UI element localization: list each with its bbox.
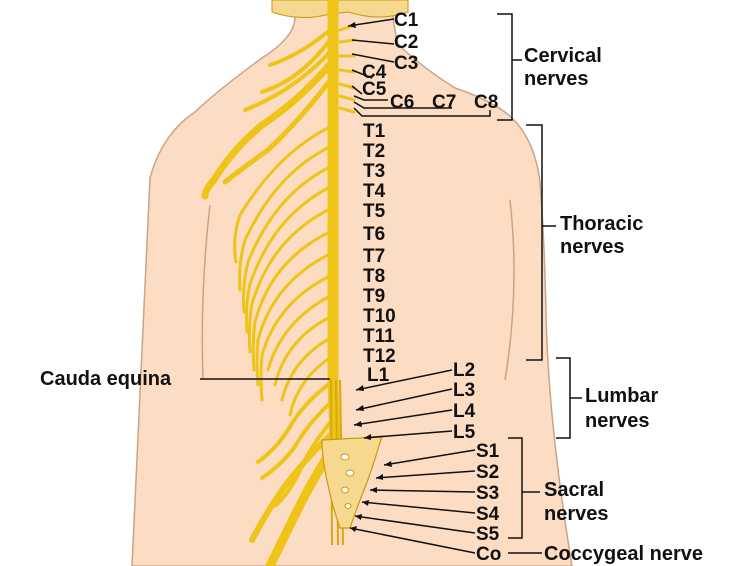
label-t3: T3	[363, 161, 385, 182]
label-t2: T2	[363, 141, 385, 162]
foramen	[345, 504, 351, 509]
label-s5: S5	[476, 524, 500, 545]
group-lumbar-line2: nerves	[585, 410, 650, 432]
label-l3: L3	[453, 380, 475, 401]
group-sacral-line2: nerves	[544, 503, 609, 525]
label-s4: S4	[476, 504, 500, 525]
label-t6: T6	[363, 224, 385, 245]
label-l1: L1	[367, 365, 390, 386]
label-c6: C6	[390, 92, 414, 113]
group-lumbar-line1: Lumbar	[585, 385, 659, 407]
label-t1: T1	[363, 121, 386, 142]
group-sacral-line1: Sacral	[544, 479, 604, 501]
group-coccygeal: Coccygeal nerve	[544, 543, 703, 565]
sacral-labels: S1 S2 S3 S4 S5 Co	[476, 441, 501, 565]
label-c2: C2	[394, 32, 418, 53]
label-t5: T5	[363, 201, 386, 222]
label-s3: S3	[476, 483, 499, 504]
label-c5: C5	[362, 79, 387, 100]
label-t10: T10	[363, 306, 396, 327]
label-t4: T4	[363, 181, 386, 202]
label-s2: S2	[476, 462, 499, 483]
label-l4: L4	[453, 401, 476, 422]
label-t12: T12	[363, 346, 396, 367]
label-cauda-equina: Cauda equina	[40, 368, 172, 390]
spinal-cord	[333, 0, 335, 440]
group-cervical-line1: Cervical	[524, 45, 602, 67]
label-t8: T8	[363, 266, 385, 287]
label-s1: S1	[476, 441, 500, 462]
label-c8: C8	[474, 92, 498, 113]
bracket-cervical	[497, 14, 522, 120]
label-c3: C3	[394, 53, 418, 74]
foramen	[346, 470, 354, 476]
label-l2: L2	[453, 360, 475, 381]
group-thoracic-line2: nerves	[560, 236, 625, 258]
bracket-lumbar	[556, 358, 582, 438]
foramen	[342, 487, 349, 493]
label-c7: C7	[432, 92, 456, 113]
label-c1: C1	[394, 10, 419, 31]
label-t11: T11	[363, 326, 395, 347]
label-l5: L5	[453, 422, 476, 443]
label-t7: T7	[363, 246, 385, 267]
foramen	[341, 454, 349, 460]
label-co: Co	[476, 544, 501, 565]
group-thoracic-line1: Thoracic	[560, 213, 643, 235]
label-t9: T9	[363, 286, 385, 307]
group-cervical-line2: nerves	[524, 68, 589, 90]
